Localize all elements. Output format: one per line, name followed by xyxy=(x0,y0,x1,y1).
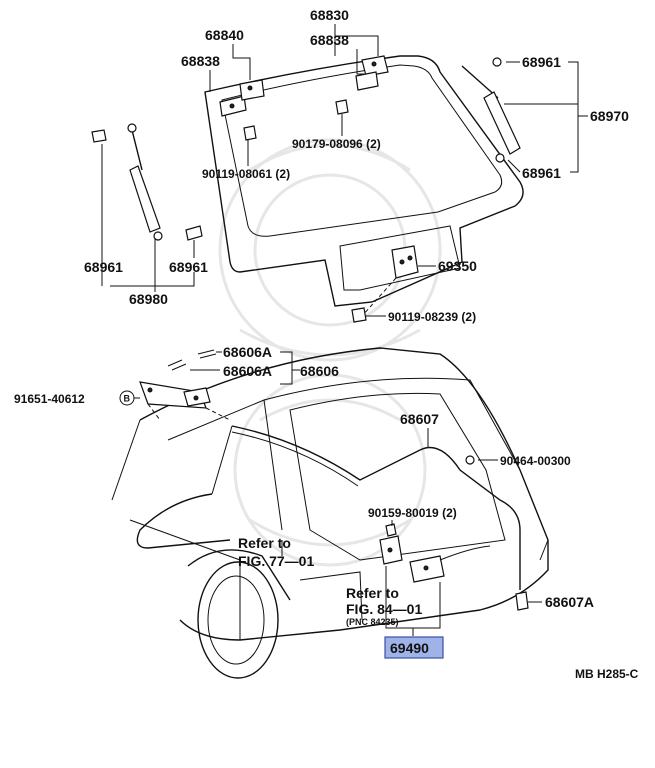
strut-left xyxy=(127,123,163,241)
label-fig-84-01: FIG. 84—01 xyxy=(346,601,422,617)
circle-b-marker xyxy=(119,390,135,406)
label-68838-right: 68838 xyxy=(310,32,349,48)
release-lever-68606 xyxy=(139,349,231,421)
label-pnc-84235: (PNC 84235) xyxy=(346,617,399,627)
label-68607: 68607 xyxy=(400,411,439,427)
label-refer-to-77: Refer to xyxy=(238,535,291,551)
bolt-90119-b xyxy=(351,307,367,323)
label-68840: 68840 xyxy=(205,27,244,43)
label-68980: 68980 xyxy=(129,291,168,307)
label-91651-40612: 91651-40612 xyxy=(14,392,85,406)
label-68961-left-2: 68961 xyxy=(169,259,208,275)
label-68961-left-1: 68961 xyxy=(84,259,123,275)
hinge-right xyxy=(355,55,389,91)
diagram-code: MB H285-C xyxy=(575,667,639,681)
label-circle-b: B xyxy=(124,394,131,404)
back-door-panel xyxy=(204,55,524,307)
label-68606A-1: 68606A xyxy=(223,344,272,360)
label-68606: 68606 xyxy=(300,363,339,379)
label-68838-left: 68838 xyxy=(181,53,220,69)
label-90159-80019: 90159-80019 (2) xyxy=(368,506,457,520)
bolt-90119-a xyxy=(243,125,257,141)
label-68961-top-right: 68961 xyxy=(522,54,561,70)
watermark-logo xyxy=(218,138,442,567)
clamp-68607A xyxy=(515,591,529,611)
label-69350: 69350 xyxy=(438,258,477,274)
label-90464-00300: 90464-00300 xyxy=(500,454,571,468)
label-90119-08239: 90119-08239 (2) xyxy=(388,310,476,324)
label-68961-bottom-right: 68961 xyxy=(522,165,561,181)
label-90179-08096: 90179-08096 (2) xyxy=(292,137,381,151)
label-68607A: 68607A xyxy=(545,594,594,610)
latch-69350 xyxy=(391,245,419,279)
label-68970: 68970 xyxy=(590,108,629,124)
lock-69490 xyxy=(379,523,491,583)
label-90119-08061: 90119-08061 (2) xyxy=(202,167,290,181)
strut-right xyxy=(461,57,521,163)
label-69490[interactable]: 69490 xyxy=(390,640,429,656)
label-68606A-2: 68606A xyxy=(223,363,272,379)
release-cable-68607 xyxy=(136,425,521,590)
car-body xyxy=(111,347,549,641)
hinge-left xyxy=(219,79,265,117)
rear-wheel xyxy=(187,549,291,679)
bolt-68961-left-top xyxy=(91,129,107,143)
bolt-68961-left-bottom xyxy=(185,225,203,241)
label-refer-to-84: Refer to xyxy=(346,585,399,601)
bolt-90179 xyxy=(335,99,349,115)
highlight-69490 xyxy=(384,636,444,659)
label-fig-77-01: FIG. 77—01 xyxy=(238,553,314,569)
label-68830: 68830 xyxy=(310,7,349,23)
